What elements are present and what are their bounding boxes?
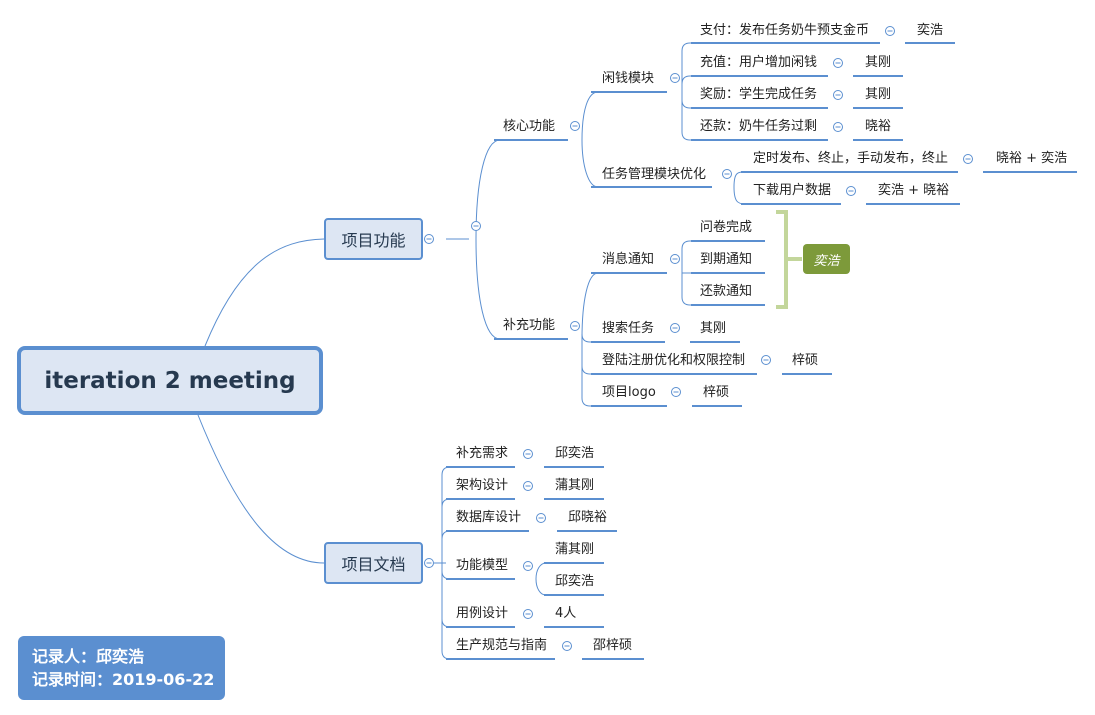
owner-repay[interactable]: 晓裕 [865,119,892,134]
topic-idle-money-module[interactable]: 闲钱模块 [602,71,655,86]
owner-reward[interactable]: 其刚 [865,87,892,102]
doc-use-case[interactable]: 用例设计 [456,606,509,621]
task-scheduled-publish[interactable]: 定时发布、终止，手动发布，终止 [753,151,949,166]
connector-2 [681,92,697,109]
connector-5 [581,339,597,375]
connector-12 [441,530,451,563]
owner-use-case[interactable]: 4人 [555,606,577,621]
task-search[interactable]: 搜索任务 [602,321,655,336]
recorder-note: 记录人：邱奕浩 记录时间：2019-06-22 [18,636,225,700]
summary-bracket [776,210,802,309]
owner-login-register[interactable]: 梓硕 [792,353,819,368]
connector-6 [581,339,597,407]
owner-search[interactable]: 其刚 [700,321,727,336]
connector-10 [441,466,451,563]
function-model-to-owner1 [535,562,548,580]
task-reward[interactable]: 奖励：学生完成任务 [700,87,818,102]
function-model-to-owner2 [535,578,548,596]
summary-owner-tag[interactable]: 奕浩 [803,244,850,274]
doc-guidelines[interactable]: 生产规范与指南 [456,638,548,653]
connector-0 [681,42,697,92]
task-recharge[interactable]: 充值：用户增加闲钱 [700,55,818,70]
core-to-taskmgmt [581,139,599,188]
taskmgmt-to-item1 [733,171,748,188]
owner-guidelines[interactable]: 邵梓硕 [593,638,633,653]
connector-7 [681,240,697,273]
owner-payment[interactable]: 奕浩 [917,23,944,38]
task-download-data[interactable]: 下载用户数据 [753,183,832,198]
root-topic[interactable]: iteration 2 meeting [17,346,323,415]
core-to-idle [581,91,599,141]
connector-1 [681,75,697,92]
connector-9 [681,273,697,306]
owner-download-data[interactable]: 奕浩 + 晓裕 [878,183,950,198]
task-repay[interactable]: 还款：奶牛任务过剩 [700,119,818,134]
owner-function-model-1[interactable]: 蒲其刚 [555,542,595,557]
connector-3 [681,92,697,141]
task-survey-complete[interactable]: 问卷完成 [700,220,753,235]
doc-architecture[interactable]: 架构设计 [456,478,509,493]
task-logo[interactable]: 项目logo [602,385,656,400]
branch-features[interactable]: 项目功能 [324,218,423,260]
features-to-extra [475,238,501,340]
topic-notifications[interactable]: 消息通知 [602,252,655,267]
owner-architecture[interactable]: 蒲其刚 [555,478,595,493]
connector-4 [581,333,597,343]
record-time: 记录时间：2019-06-22 [32,670,215,689]
task-payment[interactable]: 支付：发布任务奶牛预支金币 [700,23,870,38]
taskmgmt-to-item2 [733,186,748,205]
topic-task-management[interactable]: 任务管理模块优化 [602,167,707,182]
recorder-name: 记录人：邱奕浩 [32,647,145,666]
task-login-register[interactable]: 登陆注册优化和权限控制 [602,353,746,368]
branch-docs[interactable]: 项目文档 [324,542,423,584]
doc-function-model[interactable]: 功能模型 [456,558,509,573]
topic-core-features[interactable]: 核心功能 [503,119,556,134]
connector-15 [441,563,451,660]
owner-function-model-2[interactable]: 邱奕浩 [555,574,595,589]
owner-scheduled-publish[interactable]: 晓裕 + 奕浩 [996,151,1068,166]
owner-recharge[interactable]: 其刚 [865,55,892,70]
owner-database[interactable]: 邱晓裕 [568,510,608,525]
task-due-notice[interactable]: 到期通知 [700,252,753,267]
root-to-features [204,238,325,347]
topic-extra-features[interactable]: 补充功能 [503,318,556,333]
features-to-core [475,139,501,240]
connector-14 [441,563,451,628]
task-repay-notice[interactable]: 还款通知 [700,284,753,299]
connector-13 [441,563,451,580]
doc-supplement-requirements[interactable]: 补充需求 [456,446,509,461]
extra-to-notify [581,272,599,340]
root-to-docs [197,414,325,564]
doc-database[interactable]: 数据库设计 [456,510,522,525]
owner-supplement-requirements[interactable]: 邱奕浩 [555,446,595,461]
owner-logo[interactable]: 梓硕 [703,385,730,400]
